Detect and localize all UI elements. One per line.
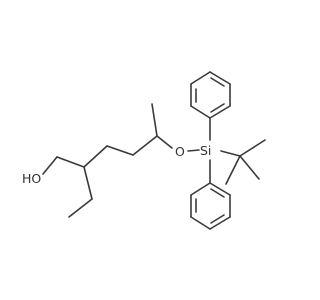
upper-phenyl-ring: [190, 71, 231, 141]
bond-oh-ch2: [42, 156, 58, 175]
ring-bond: [209, 216, 231, 230]
ring-bond: [190, 71, 211, 85]
bond-ch-chain: [83, 145, 108, 168]
bond-ch2-ch: [56, 156, 85, 168]
backbone-bonds: [42, 103, 200, 218]
ring-double-bond: [210, 103, 225, 113]
chemical-structure: HO O Si: [22, 71, 266, 230]
ring-double-bond: [210, 188, 225, 198]
bond-cq-me3: [225, 155, 241, 185]
bond-ethyl-ch3: [68, 198, 93, 218]
ring-bond: [209, 105, 231, 119]
hydroxyl-label: HO: [22, 171, 41, 186]
ring-bond: [190, 105, 211, 119]
bond-chain-ch2: [106, 145, 134, 156]
bond-si-cq: [220, 150, 241, 157]
ring-double-bond: [210, 77, 225, 87]
lower-phenyl-ring: [190, 159, 231, 230]
bond-ch2-choh: [132, 135, 158, 156]
silicon-label: Si: [200, 143, 211, 158]
bond-c-o: [156, 135, 173, 149]
ring-bond: [209, 182, 231, 196]
bond-ch-ethyl-ch2: [83, 166, 93, 200]
bond-cq-me1: [239, 139, 266, 157]
bond-cq-me2: [239, 155, 260, 180]
bond-methyl: [151, 103, 158, 137]
ether-oxygen-label: O: [175, 144, 185, 159]
ring-bond: [209, 71, 231, 85]
ring-bond: [190, 182, 211, 196]
ring-double-bond: [210, 214, 225, 224]
bond-o-si: [187, 149, 200, 152]
tert-butyl-bonds: [220, 139, 266, 185]
atom-labels: HO O Si: [22, 143, 211, 186]
ring-bond: [190, 216, 211, 230]
